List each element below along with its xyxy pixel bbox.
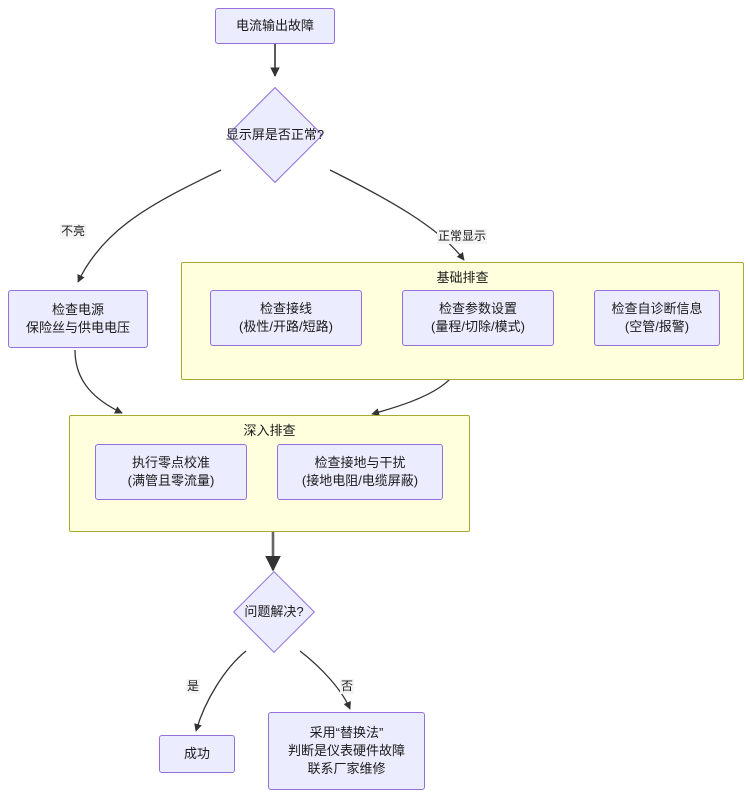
node-replace-line-3: 联系厂家维修	[307, 761, 386, 776]
node-param-line-1: 检查参数设置	[438, 301, 517, 316]
node-decision-display-label: 显示屏是否正常?	[225, 127, 325, 142]
node-wiring-line-1: 检查接线	[259, 301, 312, 316]
node-decision-display-normal[interactable]: 显示屏是否正常?	[194, 86, 356, 184]
node-check-self-diagnostics[interactable]: 检查自诊断信息 (空管/报警)	[594, 290, 720, 346]
node-check-wiring[interactable]: 检查接线 (极性/开路/短路)	[210, 290, 362, 346]
node-power-line-2: 保险丝与供电电压	[25, 320, 130, 335]
node-param-line-2: (量程/切除/模式)	[431, 319, 525, 334]
node-selfdx-line-2: (空管/报警)	[624, 319, 690, 334]
node-start-current-output-fault[interactable]: 电流输出故障	[215, 8, 335, 44]
edge-label-no: 否	[340, 679, 355, 694]
node-check-parameter-settings[interactable]: 检查参数设置 (量程/切除/模式)	[402, 290, 554, 346]
node-power-line-1: 检查电源	[51, 302, 104, 317]
node-perform-zero-calibration[interactable]: 执行零点校准 (满管且零流量)	[95, 444, 247, 500]
node-replace-line-2: 判断是仪表硬件故障	[287, 743, 405, 758]
node-replace-line-1: 采用“替换法”	[309, 725, 384, 740]
node-check-power-supply[interactable]: 检查电源 保险丝与供电电压	[8, 290, 148, 348]
node-check-grounding-interference[interactable]: 检查接地与干扰 (接地电阻/电缆屏蔽)	[277, 444, 443, 500]
node-wiring-line-2: (极性/开路/短路)	[239, 319, 333, 334]
node-success-line-1: 成功	[183, 746, 210, 761]
node-zero-line-2: (满管且零流量)	[127, 473, 215, 488]
edge-resolved-to-success	[194, 650, 247, 732]
node-ground-line-1: 检查接地与干扰	[314, 455, 406, 470]
node-decision-resolved-label: 问题解决?	[244, 604, 304, 619]
node-decision-problem-resolved[interactable]: 问题解决?	[212, 570, 336, 654]
node-success[interactable]: 成功	[159, 735, 235, 773]
node-zero-line-1: 执行零点校准	[131, 455, 210, 470]
edge-label-not-lit: 不亮	[60, 224, 87, 239]
node-selfdx-line-1: 检查自诊断信息	[611, 301, 703, 316]
cluster-basic-title: 基础排查	[436, 270, 489, 285]
edge-display-check-to-basic-cluster	[329, 169, 465, 261]
node-ground-line-2: (接地电阻/电缆屏蔽)	[301, 473, 419, 488]
cluster-deep-title: 深入排查	[243, 423, 296, 438]
edge-label-yes: 是	[186, 679, 201, 694]
edge-label-normal-display: 正常显示	[437, 229, 488, 244]
node-start-line-1: 电流输出故障	[235, 18, 314, 33]
node-replacement-method[interactable]: 采用“替换法” 判断是仪表硬件故障 联系厂家维修	[268, 712, 425, 790]
edge-power-to-deep-cluster	[74, 349, 123, 414]
